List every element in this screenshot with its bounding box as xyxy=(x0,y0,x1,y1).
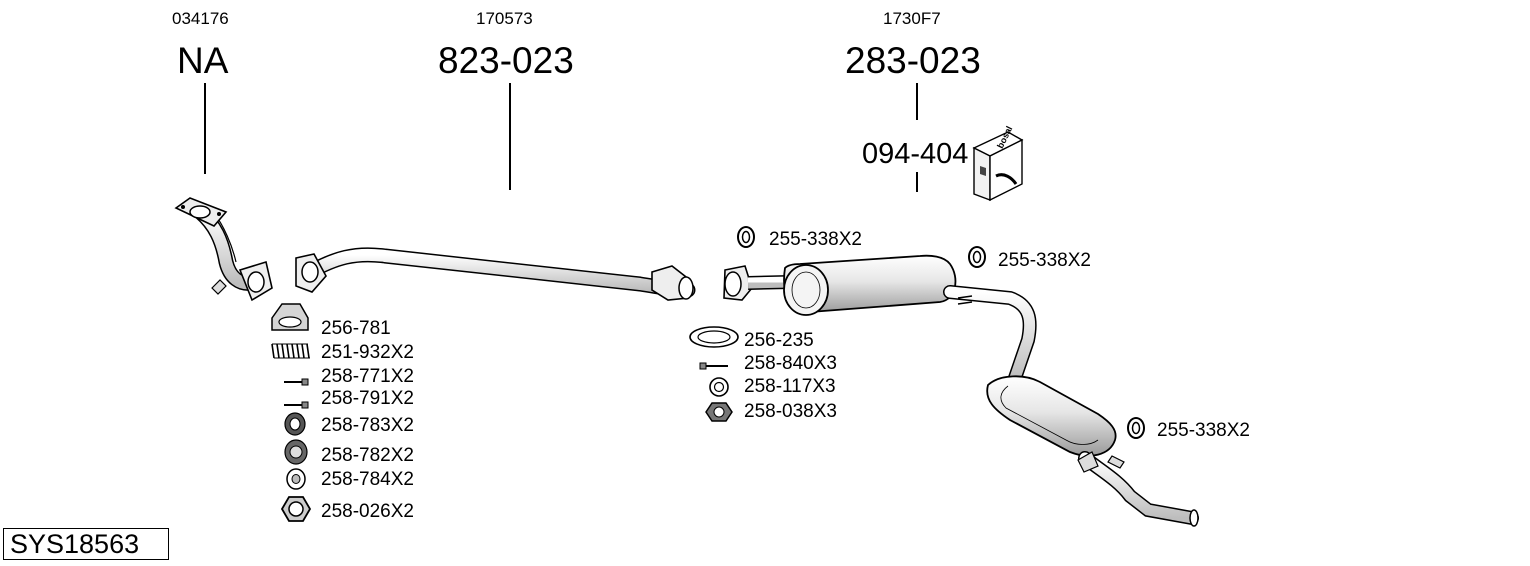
group2-part-1: 256-235 xyxy=(744,330,814,351)
gasket-ring-icon xyxy=(689,326,739,348)
bolt-icon xyxy=(284,378,309,386)
clamp-ring-icon xyxy=(968,246,986,268)
clamp-label-3: 255-338X2 xyxy=(1157,420,1250,441)
rear-muffler xyxy=(986,375,1199,527)
spring-icon xyxy=(271,343,310,359)
column-ref-2: 170573 xyxy=(476,9,533,28)
gasket-ring-icon xyxy=(271,303,309,331)
column-part-2: 823-023 xyxy=(438,40,574,81)
kit-part-number: 094-404 xyxy=(862,138,969,170)
group1-part-8: 258-026X2 xyxy=(321,501,414,522)
group1-part-4: 258-791X2 xyxy=(321,388,414,409)
washer-icon xyxy=(709,377,729,397)
washer-icon xyxy=(286,468,306,490)
group1-part-2: 251-932X2 xyxy=(321,342,414,363)
hex-nut-icon xyxy=(705,402,733,422)
column-ref-3: 1730F7 xyxy=(883,9,941,28)
rubber-mount-icon xyxy=(284,439,308,465)
intermediate-pipe xyxy=(295,247,696,301)
group1-part-7: 258-784X2 xyxy=(321,469,414,490)
column-part-1: NA xyxy=(177,40,229,81)
clamp-ring-icon xyxy=(1127,417,1145,439)
group1-part-3: 258-771X2 xyxy=(321,366,414,387)
front-downpipe xyxy=(174,197,273,302)
group2-part-2: 258-840X3 xyxy=(744,353,837,374)
rubber-mount-icon xyxy=(284,412,306,436)
bosal-kit-box xyxy=(972,131,1024,202)
group1-part-5: 258-783X2 xyxy=(321,415,414,436)
bolt-icon xyxy=(699,362,728,370)
hex-nut-icon xyxy=(280,496,312,522)
clamp-label-1: 255-338X2 xyxy=(769,229,862,250)
system-id-box: SYS18563 xyxy=(3,528,169,560)
group2-part-3: 258-117X3 xyxy=(744,376,836,397)
bolt-icon xyxy=(284,401,309,409)
clamp-ring-icon xyxy=(737,226,755,248)
group1-part-1: 256-781 xyxy=(321,318,391,339)
group1-part-6: 258-782X2 xyxy=(321,445,414,466)
column-ref-1: 034176 xyxy=(172,9,229,28)
column-part-3: 283-023 xyxy=(845,40,981,81)
clamp-label-2: 255-338X2 xyxy=(998,250,1091,271)
group2-part-4: 258-038X3 xyxy=(744,401,837,422)
center-muffler-assembly xyxy=(723,254,1037,385)
